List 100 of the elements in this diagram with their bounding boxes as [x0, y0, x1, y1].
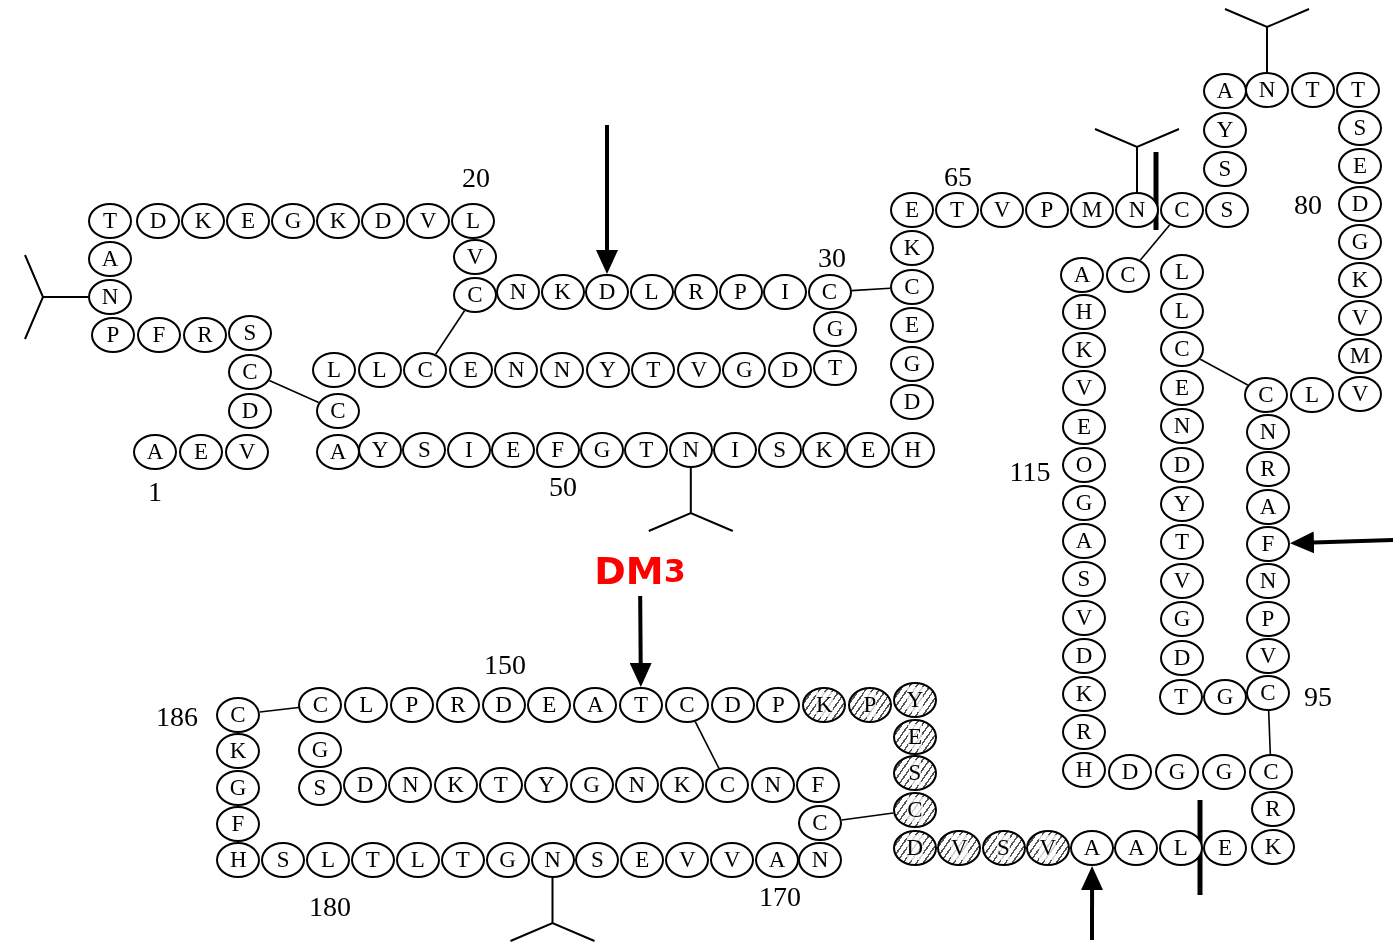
amino-acid-residue: G	[485, 842, 530, 878]
amino-acid-residue: G	[569, 767, 614, 803]
amino-acid-residue: E	[890, 192, 934, 228]
amino-acid-residue: L	[1290, 377, 1334, 413]
amino-acid-residue: T	[350, 842, 395, 878]
amino-acid-residue: N	[1245, 72, 1289, 108]
amino-acid-residue: K	[181, 203, 225, 239]
amino-acid-residue: D	[710, 687, 755, 723]
amino-acid-residue: D	[892, 830, 937, 866]
amino-acid-residue: A	[1060, 257, 1104, 293]
amino-acid-residue: T	[619, 687, 663, 723]
amino-acid-residue: E	[890, 307, 934, 344]
amino-acid-residue: D	[228, 393, 272, 429]
amino-acid-residue: V	[1338, 300, 1382, 336]
amino-acid-residue: C	[1160, 192, 1204, 228]
amino-acid-residue: S	[1203, 151, 1247, 187]
amino-acid-residue: C	[316, 393, 360, 429]
residue-number: 95	[1304, 681, 1332, 713]
amino-acid-residue: K	[1251, 829, 1295, 865]
amino-acid-residue: S	[1338, 110, 1382, 146]
residue-number: 80	[1294, 189, 1322, 221]
amino-acid-residue: G	[813, 311, 857, 347]
amino-acid-residue: C	[705, 767, 750, 803]
amino-acid-residue: E	[226, 203, 270, 239]
amino-acid-residue: R	[183, 317, 227, 353]
amino-acid-residue: L	[395, 842, 440, 878]
amino-acid-residue: K	[1062, 332, 1106, 369]
amino-acid-residue: T	[631, 352, 676, 388]
amino-acid-residue: E	[620, 842, 665, 878]
amino-acid-residue: G	[1160, 601, 1204, 638]
amino-acid-residue: G	[1155, 754, 1199, 790]
amino-acid-residue: S	[981, 830, 1026, 866]
amino-acid-residue: N	[496, 274, 540, 310]
residue-number: 115	[1009, 456, 1051, 488]
amino-acid-residue: L	[1158, 830, 1203, 866]
amino-acid-residue: C	[807, 274, 852, 310]
amino-acid-residue: G	[1338, 224, 1382, 260]
amino-acid-residue: C	[1244, 377, 1288, 413]
amino-acid-residue: K	[1338, 262, 1382, 298]
amino-acid-residue: A	[88, 241, 132, 277]
amino-acid-residue: N	[1160, 408, 1204, 445]
amino-acid-residue: D	[361, 203, 405, 239]
amino-acid-residue: P	[756, 687, 801, 723]
amino-acid-residue: G	[1062, 485, 1106, 521]
amino-acid-residue: S	[228, 315, 272, 351]
amino-acid-residue: S	[298, 770, 342, 806]
connector-line	[258, 706, 300, 713]
amino-acid-residue: K	[316, 203, 360, 239]
amino-acid-residue: V	[1062, 370, 1106, 407]
amino-acid-residue: E	[179, 434, 223, 470]
amino-acid-residue: V	[225, 434, 269, 470]
amino-acid-residue: K	[433, 767, 478, 803]
amino-acid-residue: G	[580, 432, 624, 468]
amino-acid-residue: Y	[893, 681, 937, 718]
amino-acid-residue: P	[1025, 192, 1069, 228]
amino-acid-residue: N	[388, 767, 433, 803]
amino-acid-residue: N	[668, 432, 713, 468]
amino-acid-residue: V	[1246, 637, 1290, 674]
amino-acid-residue: K	[216, 733, 260, 769]
amino-acid-residue: D	[890, 384, 934, 420]
residue-number: 180	[309, 891, 351, 923]
amino-acid-residue: A	[1114, 830, 1159, 866]
amino-acid-residue: L	[451, 203, 495, 239]
amino-acid-residue: C	[1249, 754, 1293, 790]
amino-acid-residue: V	[676, 352, 721, 388]
amino-acid-residue: C	[1106, 257, 1150, 293]
residue-number: 186	[156, 701, 198, 733]
amino-acid-residue: L	[344, 687, 389, 723]
amino-acid-residue: Y	[1160, 485, 1204, 522]
connector-line	[434, 310, 466, 355]
amino-acid-residue: T	[624, 432, 669, 468]
amino-acid-residue: N	[750, 767, 795, 803]
residue-number: 170	[759, 881, 801, 913]
amino-acid-residue: E	[1338, 148, 1382, 184]
amino-acid-residue: E	[893, 718, 937, 755]
amino-acid-residue: F	[535, 432, 580, 468]
amino-acid-residue: G	[1203, 679, 1247, 715]
amino-acid-residue: P	[718, 274, 763, 310]
amino-acid-residue: V	[937, 830, 982, 866]
amino-acid-residue: V	[1160, 562, 1204, 599]
amino-acid-residue: F	[137, 317, 181, 353]
amino-acid-residue: L	[629, 274, 674, 310]
amino-acid-residue: A	[316, 434, 360, 470]
connector-line	[840, 812, 895, 821]
amino-acid-residue: D	[1160, 447, 1204, 483]
amino-acid-residue: T	[813, 350, 857, 386]
amino-acid-residue: T	[478, 767, 523, 803]
amino-acid-residue: N	[88, 279, 132, 315]
amino-acid-residue: C	[216, 696, 260, 733]
amino-acid-residue: C	[1246, 675, 1290, 712]
amino-acid-residue: S	[575, 842, 620, 878]
amino-acid-residue: M	[1338, 338, 1382, 374]
amino-acid-residue: L	[1160, 254, 1204, 290]
amino-acid-residue: Y	[524, 767, 569, 803]
amino-acid-residue: N	[1246, 414, 1290, 450]
amino-acid-residue: D	[1338, 186, 1382, 222]
amino-acid-residue: T	[1159, 679, 1203, 715]
amino-acid-residue: V	[1338, 376, 1382, 412]
amino-acid-residue: T	[935, 192, 979, 228]
amino-acid-residue: H	[890, 432, 935, 468]
